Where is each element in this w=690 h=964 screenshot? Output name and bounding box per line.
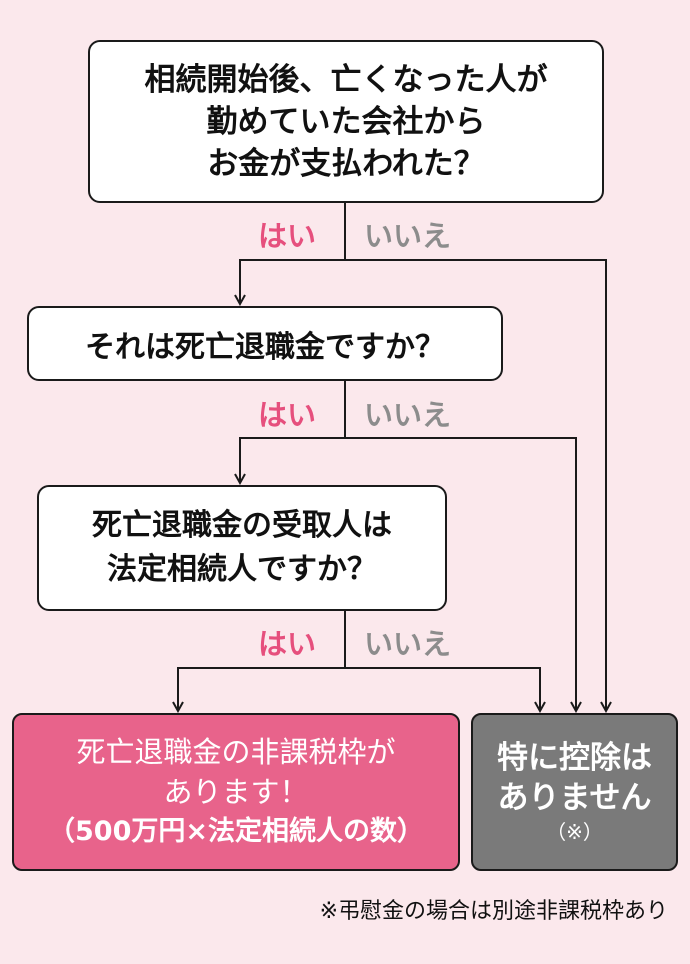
arrow-q1-yes	[240, 259, 345, 304]
result-no-line-2: ありません	[497, 780, 652, 816]
question-box-3: 死亡退職金の受取人は 法定相続人ですか？	[37, 485, 447, 611]
question-1-line-2: 勤めていた会社から	[206, 103, 486, 140]
question-box-2: それは死亡退職金ですか？	[27, 306, 503, 381]
result-yes-line-2: あります！	[163, 775, 309, 809]
arrow-q2-no	[345, 437, 576, 711]
branch-2-no-label: いいえ	[364, 398, 452, 432]
result-no-note: （※）	[546, 820, 603, 844]
branch-1-yes-label: はい	[258, 219, 317, 253]
footnote: ※弔慰金の場合は別途非課税枠あり	[319, 899, 668, 924]
result-yes-line-1: 死亡退職金の非課税枠が	[76, 735, 396, 769]
branch-1-no-label: いいえ	[364, 219, 452, 253]
branch-2-yes-label: はい	[258, 398, 317, 432]
question-box-1: 相続開始後、亡くなった人が 勤めていた会社から お金が支払われた？	[88, 40, 604, 203]
result-no-line-1: 特に控除は	[497, 740, 652, 776]
arrow-q1-no	[345, 259, 606, 711]
question-2-line-1: それは死亡退職金ですか？	[85, 329, 445, 365]
arrow-q3-no	[345, 667, 540, 711]
result-yes-line-3: （500万円×法定相続人の数）	[48, 816, 424, 847]
question-1-line-1: 相続開始後、亡くなった人が	[144, 61, 548, 98]
branch-3-no-label: いいえ	[364, 627, 452, 661]
result-box-tax-exemption: 死亡退職金の非課税枠が あります！ （500万円×法定相続人の数）	[12, 713, 460, 871]
question-3-line-2: 法定相続人ですか？	[107, 552, 377, 587]
arrow-q2-yes	[240, 437, 345, 483]
branch-3-yes-label: はい	[258, 627, 317, 661]
question-1-line-3: お金が支払われた？	[207, 145, 485, 182]
question-3-line-1: 死亡退職金の受取人は	[92, 508, 392, 543]
arrow-q3-yes	[178, 667, 345, 711]
result-box-no-deduction: 特に控除は ありません （※）	[471, 713, 678, 871]
